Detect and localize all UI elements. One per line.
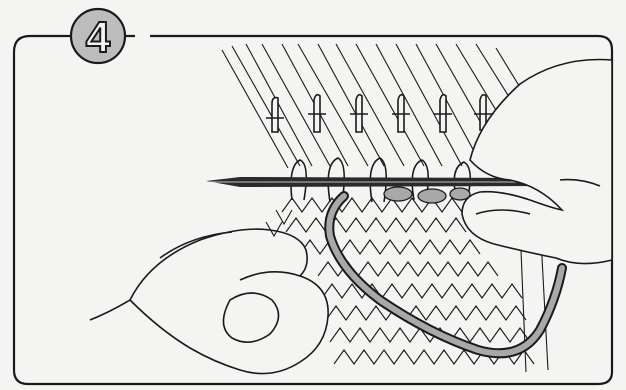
peg (308, 95, 326, 132)
left-hand (90, 229, 328, 373)
peg (434, 95, 452, 132)
right-hand (462, 60, 612, 264)
peg-row (266, 95, 492, 132)
peg (266, 98, 284, 132)
peg (392, 95, 410, 132)
step-badge: 4 (71, 9, 125, 63)
step-number: 4 (86, 13, 111, 62)
worked-stitches (384, 187, 470, 203)
peg (350, 95, 368, 132)
